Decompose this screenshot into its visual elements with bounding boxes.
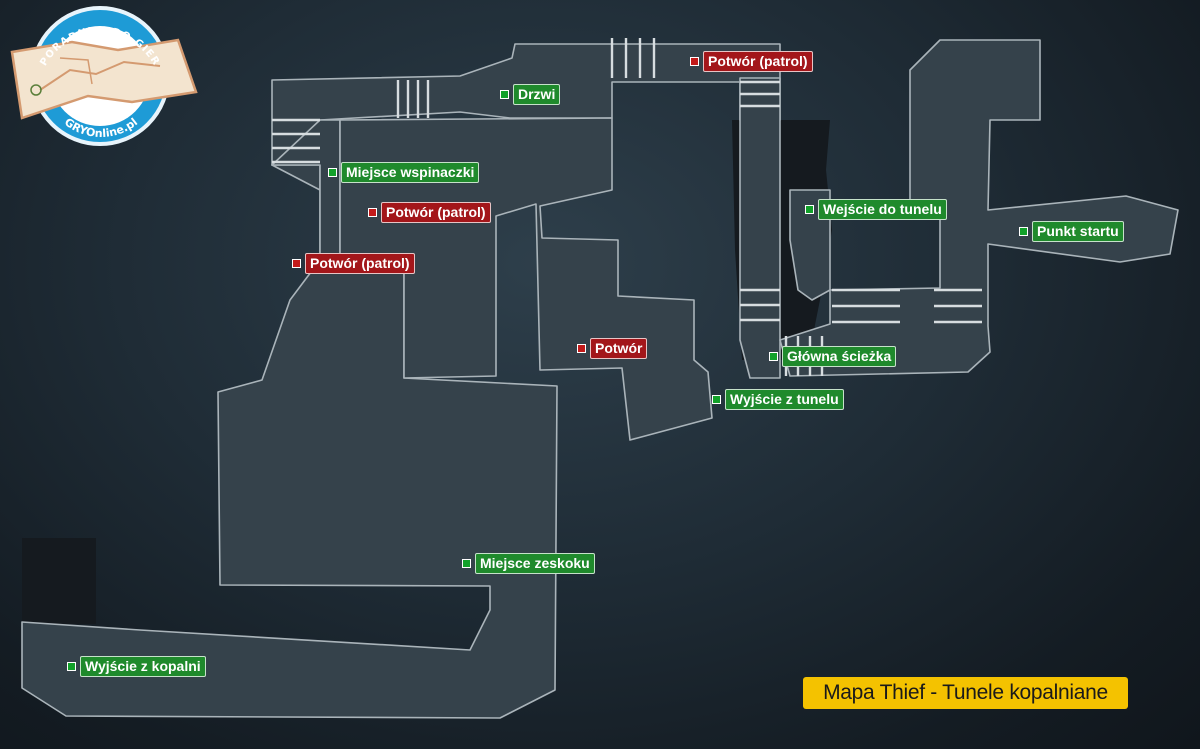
- info-marker-icon: [67, 662, 76, 671]
- info-marker-icon: [328, 168, 337, 177]
- marker-monster[interactable]: Potwór: [577, 338, 648, 359]
- room-right-shaft: [739, 77, 781, 379]
- marker-main-path[interactable]: Główna ścieżka: [769, 346, 897, 367]
- danger-marker-icon: [292, 259, 301, 268]
- marker-climbing-spot[interactable]: Miejsce wspinaczki: [328, 162, 480, 183]
- marker-drop-spot[interactable]: Miejsce zeskoku: [462, 553, 595, 574]
- marker-label: Miejsce zeskoku: [475, 553, 595, 574]
- info-marker-icon: [500, 90, 509, 99]
- marker-label: Punkt startu: [1032, 221, 1124, 242]
- marker-label: Potwór (patrol): [305, 253, 415, 274]
- marker-label: Miejsce wspinaczki: [341, 162, 480, 183]
- info-marker-icon: [712, 395, 721, 404]
- info-marker-icon: [1019, 227, 1028, 236]
- marker-monster-patrol[interactable]: Potwór (patrol): [690, 51, 813, 72]
- marker-monster-patrol[interactable]: Potwór (patrol): [368, 202, 491, 223]
- marker-label: Potwór (patrol): [381, 202, 491, 223]
- marker-label: Wyjście z tunelu: [725, 389, 844, 410]
- marker-mine-exit[interactable]: Wyjście z kopalni: [67, 656, 206, 677]
- danger-marker-icon: [368, 208, 377, 217]
- marker-label: Drzwi: [513, 84, 561, 105]
- danger-marker-icon: [577, 344, 586, 353]
- info-marker-icon: [769, 352, 778, 361]
- stair-markings: [272, 38, 982, 376]
- info-marker-icon: [462, 559, 471, 568]
- marker-label: Wejście do tunelu: [818, 199, 947, 220]
- marker-label: Potwór (patrol): [703, 51, 813, 72]
- danger-marker-icon: [690, 57, 699, 66]
- gryonline-logo: PORADNIKI DO GIER GRYOnline.pl: [10, 6, 198, 146]
- marker-start-point[interactable]: Punkt startu: [1019, 221, 1124, 242]
- marker-tunnel-entrance[interactable]: Wejście do tunelu: [805, 199, 947, 220]
- marker-door[interactable]: Drzwi: [500, 84, 561, 105]
- marker-label: Potwór: [590, 338, 648, 359]
- map-title: Mapa Thief - Tunele kopalniane: [803, 677, 1128, 709]
- dark-shaft: [22, 538, 96, 624]
- marker-monster-patrol[interactable]: Potwór (patrol): [292, 253, 415, 274]
- marker-tunnel-exit[interactable]: Wyjście z tunelu: [712, 389, 844, 410]
- marker-label: Główna ścieżka: [782, 346, 897, 367]
- room-central-hall: [339, 117, 713, 441]
- marker-label: Wyjście z kopalni: [80, 656, 206, 677]
- info-marker-icon: [805, 205, 814, 214]
